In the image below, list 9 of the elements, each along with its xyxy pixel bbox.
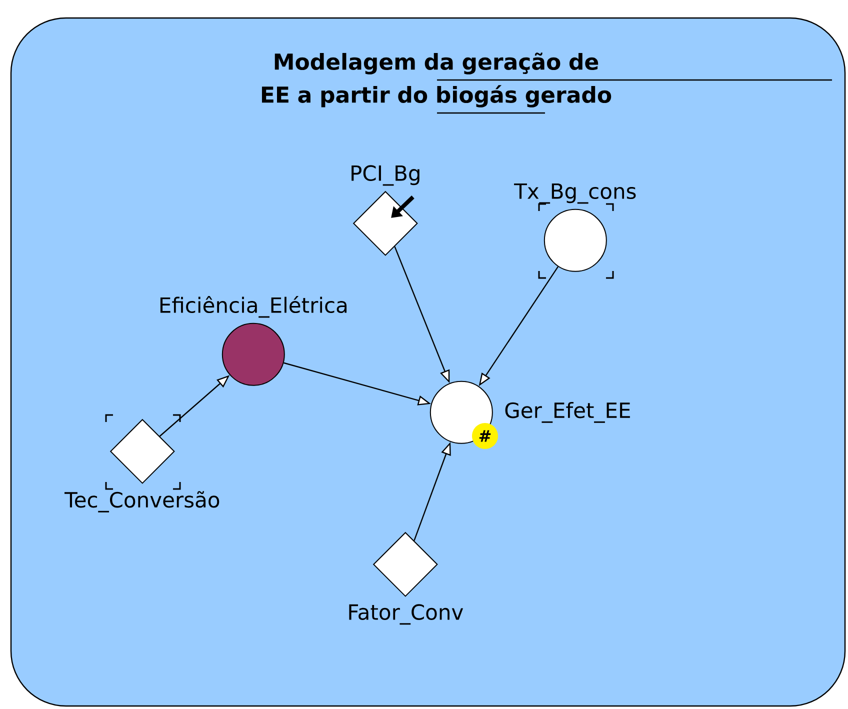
node-label: Tx_Bg_cons xyxy=(514,183,636,204)
model-panel xyxy=(10,17,846,707)
node-label: Fator_Conv xyxy=(349,604,464,625)
node-label: Ger_Efet_EE xyxy=(505,402,630,423)
node-label: Eficiência_Elétrica xyxy=(160,296,347,318)
title: Modelagem da geração de EE a partir do biogás gerado xyxy=(262,52,612,108)
node-label: Tec_Conversão xyxy=(64,491,220,512)
node-label: PCI_Bg xyxy=(352,165,420,186)
hash-badge: # xyxy=(472,423,498,449)
